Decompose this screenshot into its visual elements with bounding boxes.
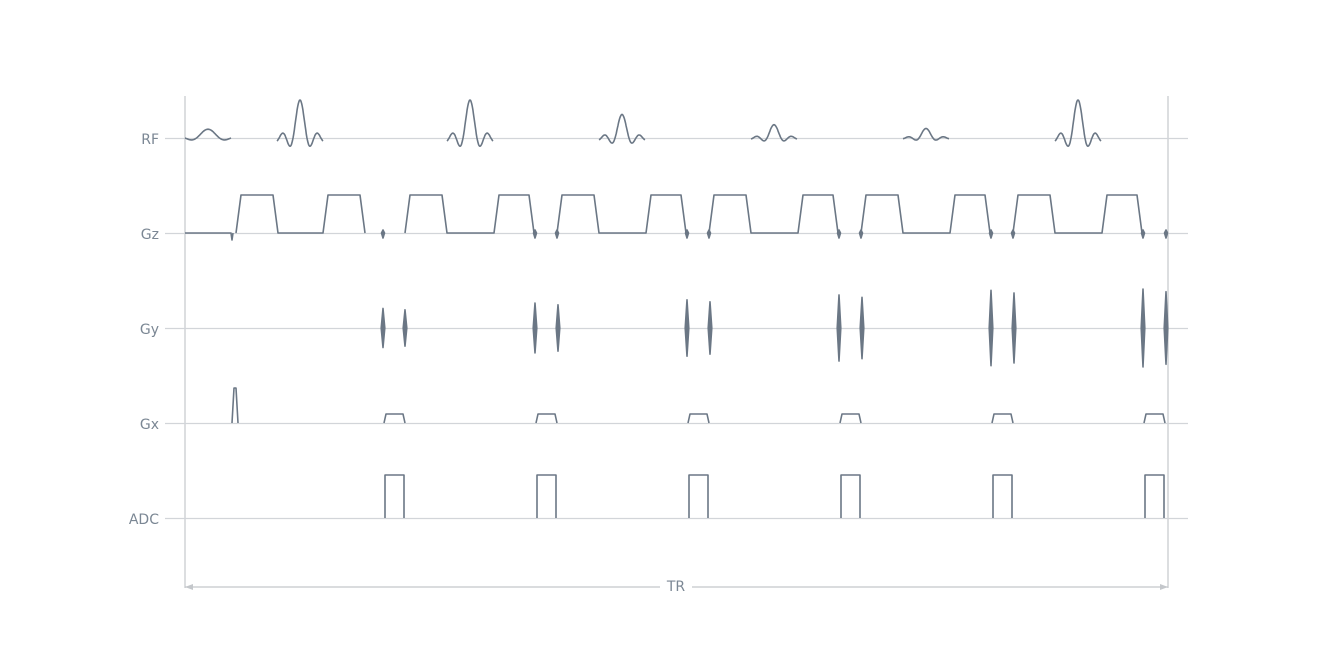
tr-arrowhead-right (1160, 584, 1168, 590)
adc-window (688, 474, 709, 518)
gz-blip (1140, 229, 1146, 239)
gz-slice-select-trapezoid-pair (1012, 194, 1143, 234)
adc-window (1144, 474, 1165, 518)
gy-phase-rewind-lobe (859, 296, 865, 360)
rf-refocusing-pulse (750, 123, 798, 142)
gz-blip (858, 229, 864, 239)
adc-window (992, 474, 1013, 518)
gz-slice-select-trapezoid-pair (708, 194, 839, 234)
rf-refocusing-pulse (902, 127, 950, 141)
adc-window (840, 474, 861, 518)
gx-dephaser (231, 387, 239, 424)
gy-phase-encode-lobe (532, 302, 538, 354)
gx-readout-gradient (535, 413, 558, 424)
tr-label: TR (666, 579, 686, 595)
gy-phase-rewind-lobe (555, 303, 561, 353)
lane-label-adc: ADC (129, 512, 159, 528)
gz-blip (532, 229, 538, 239)
gz-slice-select-trapezoid-pair (860, 194, 991, 234)
rf-refocusing-pulse (598, 113, 646, 144)
gy-phase-encode-lobe (380, 307, 386, 349)
rf-refocusing-pulse (276, 99, 324, 147)
gx-readout-gradient (991, 413, 1014, 424)
gz-blip (1010, 229, 1016, 239)
gy-phase-rewind-lobe (1163, 290, 1169, 366)
gz-blip (706, 229, 712, 239)
adc-window (384, 474, 405, 518)
gz-blip (988, 229, 994, 239)
gy-phase-encode-lobe (988, 289, 994, 367)
gz-blip (1163, 229, 1169, 239)
lane-label-gz: Gz (141, 227, 159, 243)
gz-blip (554, 229, 560, 239)
lane-label-rf: RF (141, 132, 159, 148)
rf-excitation-pulse (184, 128, 232, 141)
gz-blip (684, 229, 690, 239)
lane-label-gy: Gy (140, 322, 159, 338)
gz-waveform (185, 194, 1169, 241)
gz-blip (836, 229, 842, 239)
gy-phase-rewind-lobe (707, 300, 713, 356)
gz-slice-select-trapezoid-pair (556, 194, 687, 234)
gz-blip (380, 229, 386, 239)
gy-phase-encode-lobe (684, 299, 690, 357)
tr-arrowhead-left (185, 584, 193, 590)
gx-readout-gradient (383, 413, 406, 424)
gy-phase-rewind-lobe (1011, 292, 1017, 364)
rf-refocusing-pulse (1054, 99, 1102, 147)
gx-readout-gradient (687, 413, 710, 424)
gy-phase-encode-lobe (836, 294, 842, 362)
rf-refocusing-pulse (446, 99, 494, 147)
gx-waveform (231, 387, 1166, 424)
gx-readout-gradient (1143, 413, 1166, 424)
gy-phase-encode-lobe (1140, 288, 1146, 368)
gz-slice-select-trapezoid-pair (404, 194, 535, 234)
gz-crusher-start (185, 232, 234, 241)
gy-phase-rewind-lobe (402, 309, 408, 347)
lane-label-gx: Gx (140, 417, 159, 433)
adc-window (536, 474, 557, 518)
rf-waveform (184, 99, 1102, 147)
gz-slice-select-trapezoid-pair (235, 194, 366, 234)
gx-readout-gradient (839, 413, 862, 424)
gy-waveform (380, 288, 1169, 368)
tr-dimension-arrow: TR (185, 579, 1168, 595)
adc-waveform (384, 474, 1165, 518)
